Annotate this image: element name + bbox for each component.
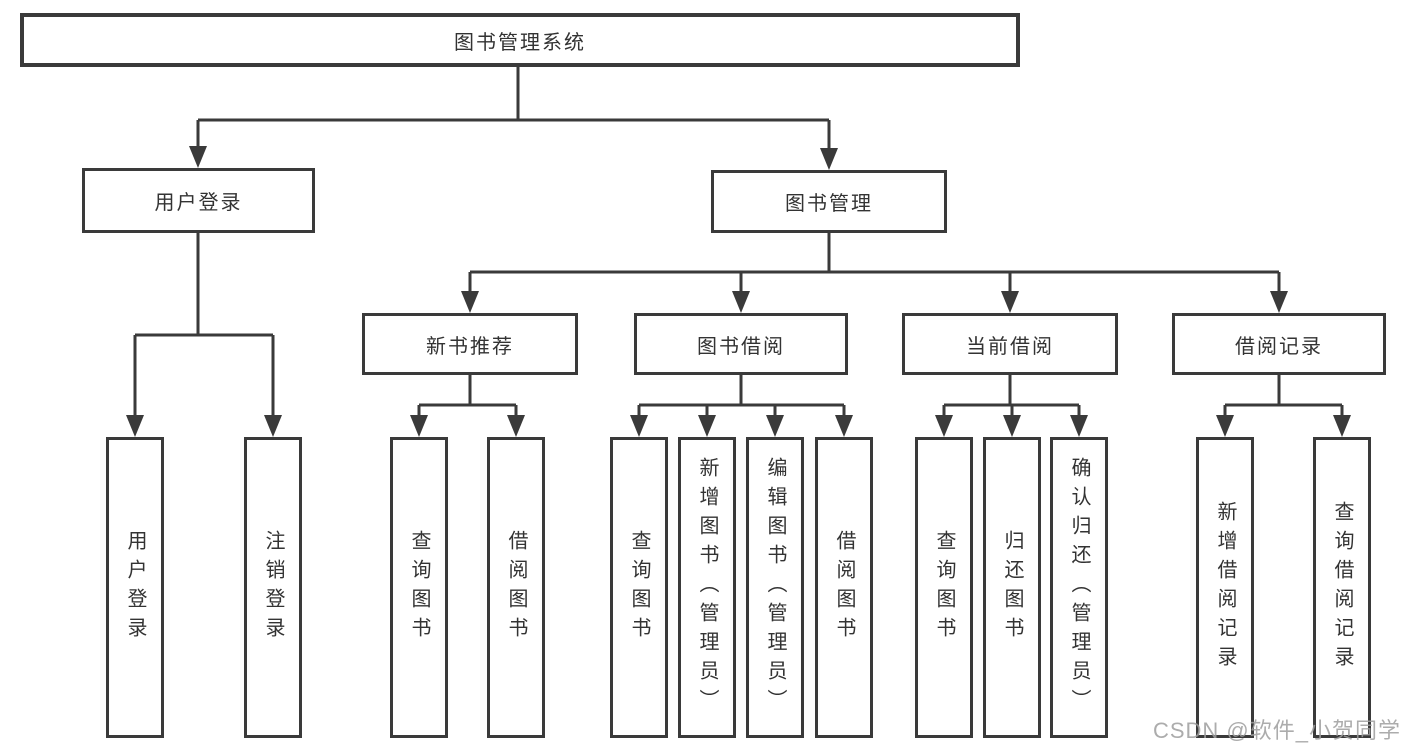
leaf-records-query-record: 查询借阅记录 bbox=[1313, 437, 1371, 738]
node-user-login-label: 用户登录 bbox=[154, 192, 243, 214]
leaf-logout-label: 注销登录 bbox=[262, 529, 284, 646]
leaf-borrow-add-books-admin: 新增图书（管理员） bbox=[678, 437, 736, 738]
leaf-borrow-edit-books-admin-label: 编辑图书（管理员） bbox=[764, 457, 786, 718]
leaf-user-login: 用户登录 bbox=[106, 437, 164, 738]
connector-borrow-records-to-leaves bbox=[1216, 375, 1351, 437]
node-book-management: 图书管理 bbox=[711, 170, 947, 233]
leaf-records-add-record-label: 新增借阅记录 bbox=[1214, 500, 1236, 675]
leaf-current-return-books-label: 归还图书 bbox=[1001, 529, 1023, 646]
node-new-book-recommend: 新书推荐 bbox=[362, 313, 578, 375]
leaf-borrow-borrow-books: 借阅图书 bbox=[815, 437, 873, 738]
leaf-records-query-record-label: 查询借阅记录 bbox=[1331, 500, 1353, 675]
node-book-borrow: 图书借阅 bbox=[634, 313, 848, 375]
node-user-login: 用户登录 bbox=[82, 168, 315, 233]
leaf-current-confirm-return-admin-label: 确认归还（管理员） bbox=[1068, 457, 1090, 718]
connector-user-login-to-leaves bbox=[126, 233, 282, 437]
leaf-borrow-borrow-books-label: 借阅图书 bbox=[833, 529, 855, 646]
leaf-recommend-borrow-books-label: 借阅图书 bbox=[505, 529, 527, 646]
leaf-recommend-query-books-label: 查询图书 bbox=[408, 529, 430, 646]
leaf-borrow-query-books: 查询图书 bbox=[610, 437, 668, 738]
node-book-borrow-label: 图书借阅 bbox=[697, 335, 785, 358]
leaf-logout: 注销登录 bbox=[244, 437, 302, 738]
node-borrow-records-label: 借阅记录 bbox=[1235, 335, 1323, 358]
connector-book-borrow-to-leaves bbox=[630, 375, 853, 437]
leaf-user-login-label: 用户登录 bbox=[124, 529, 146, 646]
leaf-recommend-query-books: 查询图书 bbox=[390, 437, 448, 738]
connector-book-management-to-level3 bbox=[461, 233, 1288, 313]
node-root-label: 图书管理系统 bbox=[454, 31, 586, 54]
leaf-borrow-query-books-label: 查询图书 bbox=[628, 529, 650, 646]
connector-new-book-recommend-to-leaves bbox=[410, 375, 525, 437]
csdn-watermark: CSDN @软件_小贺同学 bbox=[1152, 718, 1401, 743]
leaf-borrow-add-books-admin-label: 新增图书（管理员） bbox=[696, 457, 718, 718]
node-root-library-system: 图书管理系统 bbox=[20, 13, 1020, 67]
leaf-borrow-edit-books-admin: 编辑图书（管理员） bbox=[746, 437, 804, 738]
connector-current-borrow-to-leaves bbox=[935, 375, 1088, 437]
leaf-current-query-books-label: 查询图书 bbox=[933, 529, 955, 646]
node-book-management-label: 图书管理 bbox=[785, 193, 873, 215]
node-new-book-recommend-label: 新书推荐 bbox=[426, 335, 514, 358]
node-current-borrow: 当前借阅 bbox=[902, 313, 1118, 375]
leaf-current-query-books: 查询图书 bbox=[915, 437, 973, 738]
leaf-current-confirm-return-admin: 确认归还（管理员） bbox=[1050, 437, 1108, 738]
leaf-records-add-record: 新增借阅记录 bbox=[1196, 437, 1254, 738]
connector-root-to-level2 bbox=[189, 67, 838, 170]
leaf-current-return-books: 归还图书 bbox=[983, 437, 1041, 738]
node-current-borrow-label: 当前借阅 bbox=[966, 335, 1054, 358]
node-borrow-records: 借阅记录 bbox=[1172, 313, 1386, 375]
leaf-recommend-borrow-books: 借阅图书 bbox=[487, 437, 545, 738]
